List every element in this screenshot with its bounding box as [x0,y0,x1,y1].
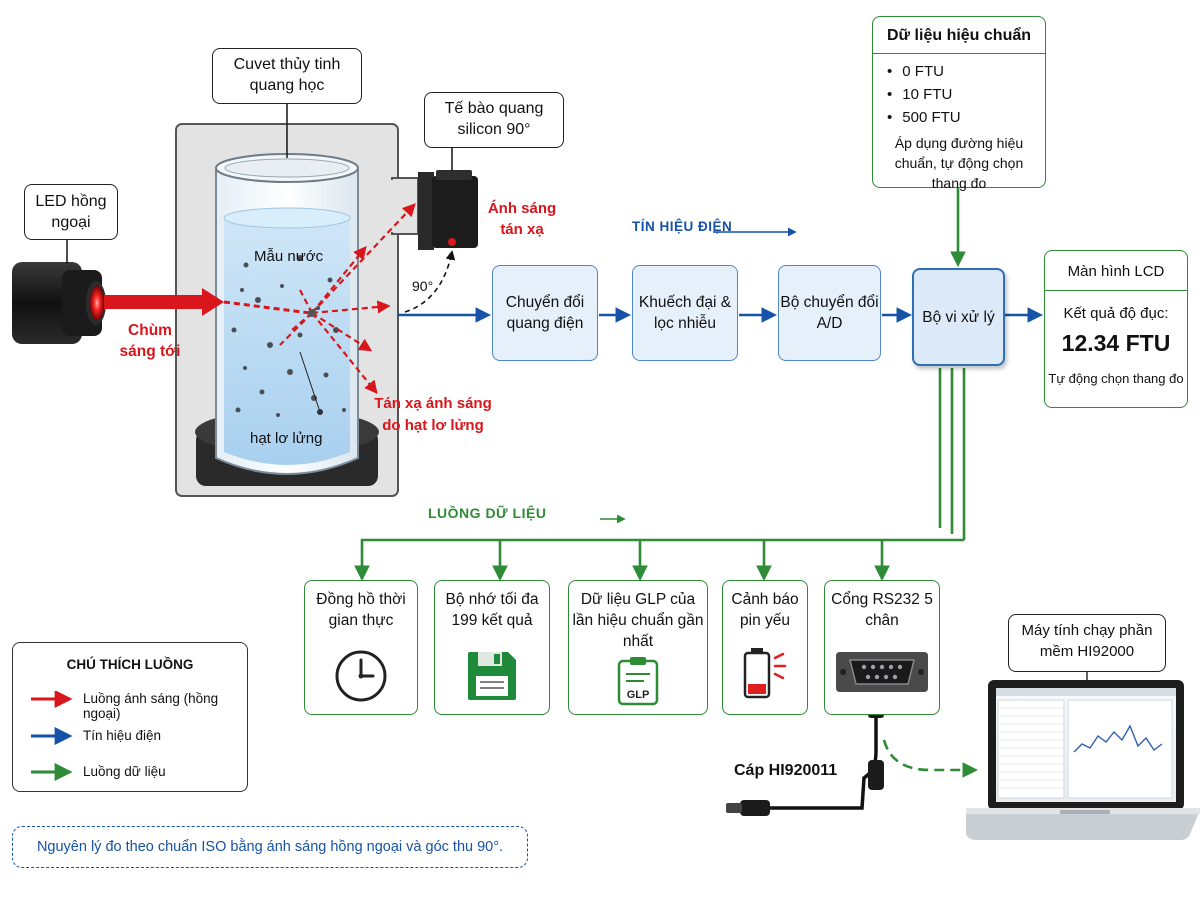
electrical-signal-label: TÍN HIỆU ĐIỆN [632,219,733,234]
cuvette-callout: Cuvet thủy tinh quang học [212,48,362,104]
silicon-photocell-illustration [418,170,478,250]
scatter-particles-label: Tán xạ ánh sáng do hạt lơ lửng [374,395,492,434]
scatter-burst [279,203,416,395]
calibration-point: 0 FTU [887,60,1045,83]
glp-icon-text: GLP [627,689,650,701]
legend-box: CHÚ THÍCH LUỒNG Luồng ánh sáng (hồng ngo… [12,642,248,792]
angle-90-indicator [404,250,456,313]
low-battery-icon [743,648,787,699]
scattered-light-label: Ánh sáng tán xạ [487,200,557,238]
low-battery-box: Cảnh báo pin yếu [722,580,808,715]
ir-led-illustration [12,262,106,344]
microprocessor-box: Bộ vi xử lý [912,268,1005,366]
calibration-title: Dữ liệu hiệu chuẩn [886,27,1032,44]
glp-label: Dữ liệu GLP của lần hiệu chuẩn gần nhất [572,591,704,650]
led-callout-text: LED hồng ngoại [35,193,107,231]
glp-clipboard-icon: GLP [617,657,659,706]
pc-data-arrow [882,739,979,778]
photocell-callout: Tế bào quang silicon 90° [424,92,564,148]
particles-label: hạt lơ lửng [250,430,323,447]
footnote-text: Nguyên lý đo theo chuẩn ISO bằng ánh sán… [36,839,504,855]
floppy-disk-icon [468,652,516,700]
calibration-points-list: 0 FTU 10 FTU 500 FTU [873,60,1045,129]
memory-box: Bộ nhớ tối đa 199 kết quả [434,580,550,715]
rs232-port-icon [836,652,928,692]
low-battery-label: Cảnh báo pin yếu [731,591,799,629]
glp-data-box: Dữ liệu GLP của lần hiệu chuẩn gần nhất … [568,580,708,715]
photoelectric-converter-box: Chuyển đổi quang điện [492,265,598,361]
clock-icon [335,650,387,702]
scattering-particle [308,309,316,317]
turbidity-value: 12.34 FTU [1061,330,1171,356]
photocell-callout-text: Tế bào quang silicon 90° [444,100,544,138]
computer-callout: Máy tính chạy phần mềm HI92000 [1008,614,1166,672]
turbidity-result-label: Kết quả độ đục: [1063,305,1169,322]
amplifier-filter-box: Khuếch đại & lọc nhiễu [632,265,738,361]
memory-label: Bộ nhớ tối đa 199 kết quả [445,591,539,629]
calibration-point: 500 FTU [887,106,1045,129]
cuvette [215,153,359,475]
calibration-data-box: Dữ liệu hiệu chuẩn 0 FTU 10 FTU 500 FTU … [872,16,1046,191]
signal-arrows [398,227,1044,323]
lcd-title: Màn hình LCD [1067,263,1165,280]
water-sample-label: Mẫu nước [254,248,324,265]
led-callout: LED hồng ngoại [24,184,118,240]
angle-label: 90° [412,278,434,294]
footnote-box: Nguyên lý đo theo chuẩn ISO bằng ánh sán… [12,826,528,868]
data-flow-bus [354,368,966,582]
rtc-label: Đồng hồ thời gian thực [316,591,406,629]
adc-box: Bộ chuyển đổi A/D [778,265,881,361]
data-flow-label: LUỒNG DỮ LIỆU [428,505,547,521]
incident-beam [104,288,311,316]
laptop-illustration [966,680,1200,840]
cuvette-callout-text: Cuvet thủy tinh quang học [233,56,341,94]
lcd-note: Tự động chọn thang đo [1048,371,1184,386]
lcd-display-box: Màn hình LCD Kết quả độ đục: 12.34 FTU T… [1044,250,1188,408]
calibration-note: Áp dụng đường hiệu chuẩn, tự động chọn t… [894,135,1024,191]
rtc-box: Đồng hồ thời gian thực [304,580,418,715]
legend-item-data: Luồng dữ liệu [83,764,166,779]
incident-beam-label: Chùm sáng tới [119,322,181,360]
rs232-box: Cổng RS232 5 chân [824,580,940,715]
calibration-point: 10 FTU [887,83,1045,106]
rs232-label: Cổng RS232 5 chân [831,591,933,629]
legend-swatches [31,691,73,781]
legend-title: CHÚ THÍCH LUỒNG [66,657,194,672]
legend-item-signal: Tín hiệu điện [83,728,162,743]
computer-callout-text: Máy tính chạy phần mềm HI92000 [1021,622,1153,660]
suspended-particles [231,255,346,417]
particle-pointer [299,351,321,413]
cable-label: Cáp HI920011 [734,762,838,779]
legend-item-light: Luồng ánh sáng (hồng ngoại) [83,691,219,721]
